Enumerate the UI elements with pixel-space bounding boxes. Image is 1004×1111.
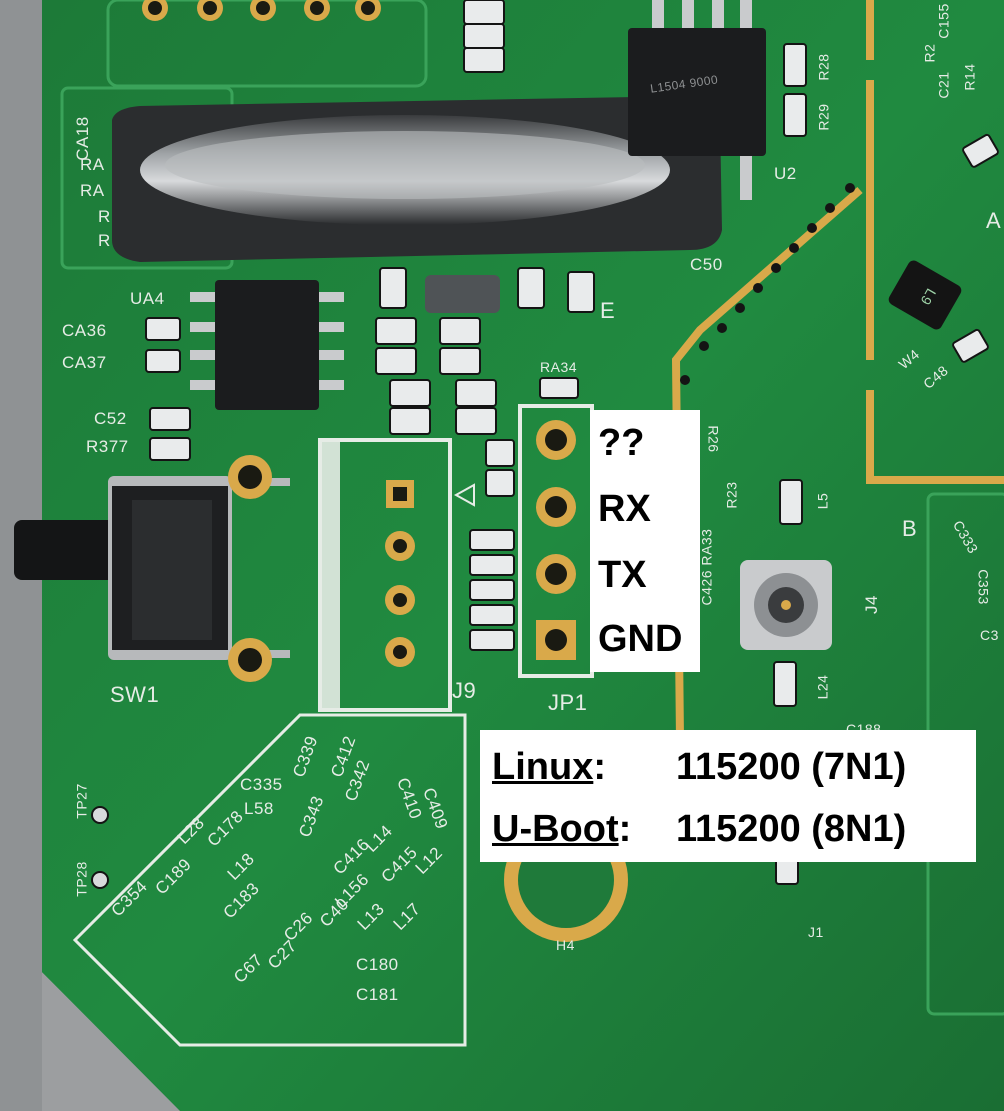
silk-c21: C21 bbox=[935, 71, 952, 99]
top-header-pads bbox=[142, 0, 381, 21]
silk-l24: L24 bbox=[814, 674, 831, 700]
silk-sw1: SW1 bbox=[110, 682, 160, 707]
switch-sw1 bbox=[14, 455, 290, 682]
silk-tp27: TP27 bbox=[73, 783, 90, 819]
silk-c180: C180 bbox=[356, 955, 399, 974]
silk-c52: C52 bbox=[94, 409, 127, 428]
connector-j4 bbox=[740, 560, 832, 650]
baud-rate-annotation: Linux: 115200 (7N1) U-Boot: 115200 (8N1) bbox=[480, 730, 976, 862]
silk-e: E bbox=[600, 298, 616, 323]
pin-label-rx: RX bbox=[598, 488, 651, 530]
smd-components bbox=[145, 0, 807, 885]
silk-c426-ra33: C426 RA33 bbox=[698, 528, 715, 606]
silk-r29: R29 bbox=[815, 103, 832, 131]
silk-c353: C353 bbox=[975, 569, 992, 605]
silk-j1: J1 bbox=[808, 924, 824, 940]
silk-jp1: JP1 bbox=[548, 690, 588, 715]
uart-pin-labels: ?? RX TX GND bbox=[590, 410, 700, 672]
silk-l5: L5 bbox=[814, 492, 831, 510]
silk-c155: C155 bbox=[935, 3, 952, 39]
silk-b: B bbox=[902, 516, 918, 541]
chip-u2 bbox=[628, 0, 766, 200]
smd-right bbox=[888, 133, 999, 363]
baud-linux-label: Linux bbox=[492, 746, 594, 788]
silk-r28: R28 bbox=[815, 53, 832, 81]
module-outline-top bbox=[106, 0, 428, 88]
connector-j9 bbox=[318, 438, 475, 712]
header-jp1 bbox=[518, 404, 594, 678]
pin-label-1: ?? bbox=[598, 422, 645, 464]
silk-ra-a: RA bbox=[80, 155, 105, 174]
antenna-vias bbox=[680, 183, 855, 385]
silk-l58: L58 bbox=[244, 799, 274, 818]
pin-label-tx: TX bbox=[598, 554, 647, 596]
silk-ra-b: RA bbox=[80, 181, 105, 200]
coin-battery bbox=[112, 96, 722, 262]
silk-a: A bbox=[986, 208, 1002, 233]
silk-ra34: RA34 bbox=[540, 359, 578, 375]
silk-r2: R2 bbox=[921, 43, 938, 63]
silk-c335: C335 bbox=[240, 775, 283, 794]
rf-shield-outline bbox=[72, 713, 467, 1047]
silk-h4: H4 bbox=[556, 937, 575, 953]
silk-c3: C3 bbox=[980, 627, 999, 643]
pin-label-gnd: GND bbox=[598, 618, 683, 660]
chip-ua4 bbox=[190, 280, 344, 410]
silk-c50: C50 bbox=[690, 255, 723, 274]
inductor-block bbox=[425, 275, 500, 313]
silk-ua4: UA4 bbox=[130, 289, 165, 308]
baud-linux-value: 115200 (7N1) bbox=[676, 746, 907, 788]
silk-r23: R23 bbox=[723, 481, 740, 509]
test-point-tp27 bbox=[91, 806, 109, 824]
test-point-tp28 bbox=[91, 871, 109, 889]
silk-j9: J9 bbox=[452, 678, 477, 703]
silk-ca36: CA36 bbox=[62, 321, 107, 340]
silk-ca37: CA37 bbox=[62, 353, 107, 372]
baud-uboot-value: 115200 (8N1) bbox=[676, 808, 907, 850]
silk-c181: C181 bbox=[356, 985, 399, 1004]
silk-r-a: R bbox=[98, 207, 111, 226]
baud-linux-sep: : bbox=[593, 746, 606, 788]
silk-r-b: R bbox=[98, 231, 111, 250]
baud-row-uboot: U-Boot: bbox=[492, 810, 631, 848]
silk-j4: J4 bbox=[861, 595, 881, 614]
baud-uboot-label: U-Boot bbox=[492, 808, 619, 850]
silk-r26: R26 bbox=[705, 425, 722, 453]
baud-uboot-sep: : bbox=[618, 808, 632, 850]
silk-u2: U2 bbox=[774, 164, 797, 183]
silk-tp28: TP28 bbox=[73, 861, 90, 897]
baud-row-linux: Linux: bbox=[492, 748, 606, 786]
silk-r377: R377 bbox=[86, 437, 129, 456]
silk-r14: R14 bbox=[961, 63, 978, 91]
